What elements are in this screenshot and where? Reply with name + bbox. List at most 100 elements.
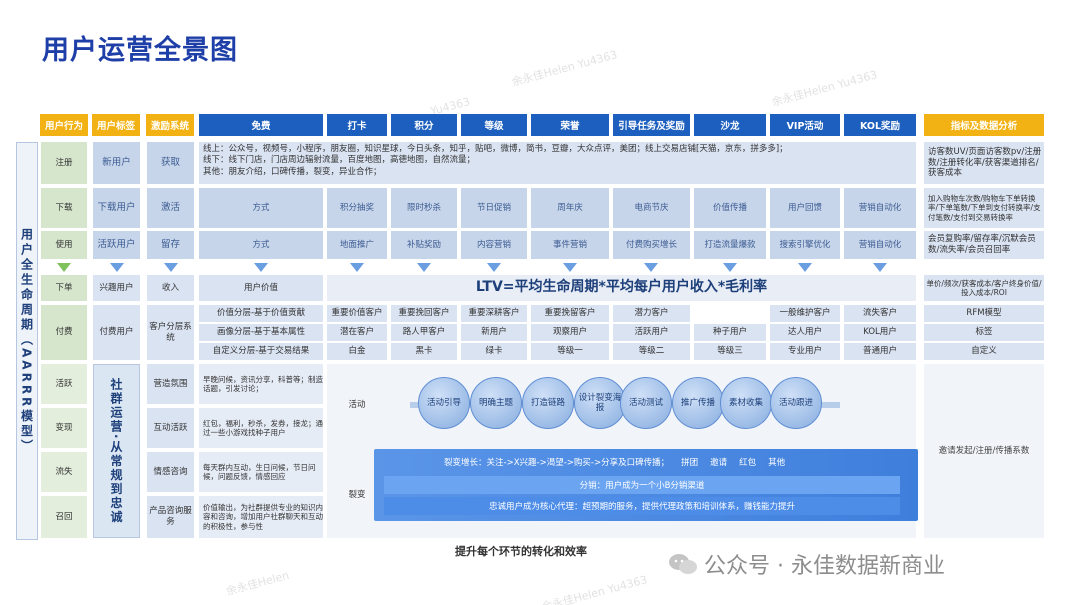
header-points: 积分 xyxy=(391,114,457,136)
use-item: 事件营销 xyxy=(531,231,609,259)
value-layer: 自定义分层-基于交易结果 xyxy=(199,343,323,360)
down-arrow-icon xyxy=(350,263,364,272)
lifecycle-label: 用户全生命周期（AARRR模型） xyxy=(19,227,34,455)
layer-cell: 一般维护客户 xyxy=(770,305,840,322)
metric: 标签 xyxy=(924,324,1044,341)
register-channels: 线上：公众号，视频号，小程序，朋友圈，知识星球，今日头条，知乎，贴吧，微博，简书… xyxy=(199,142,916,184)
community-desc: 红包，福利，秒杀，发券，接龙；通过一些小游戏找种子用户 xyxy=(199,408,323,448)
download-item: 用户回馈 xyxy=(770,188,840,228)
header-tags: 用户标签 xyxy=(92,114,140,136)
layer-cell: 达人用户 xyxy=(770,324,840,341)
incentive-retain: 留存 xyxy=(147,231,194,259)
user-value: 用户价值 xyxy=(199,275,323,301)
behavior-pay: 付费 xyxy=(41,305,87,360)
layer-cell: 白金 xyxy=(327,343,387,360)
register-online: 线上：公众号，视频号，小程序，朋友圈，知识星球，今日头条，知乎，贴吧，微博，简书… xyxy=(203,144,788,154)
behavior-churn: 流失 xyxy=(41,452,87,492)
tag-paying-user: 付费用户 xyxy=(93,305,140,360)
layer-cell: 等级三 xyxy=(694,343,766,360)
header-level: 等级 xyxy=(461,114,527,136)
layer-cell: 重要挽回客户 xyxy=(391,305,457,322)
register-other: 其他：朋友介绍，口碑传播，裂变，异业合作； xyxy=(203,166,382,177)
fission-tag: 其他 xyxy=(768,458,786,468)
behavior-register: 注册 xyxy=(41,142,87,184)
community-service: 产品咨询服务 xyxy=(147,496,194,538)
register-offline: 线下：线下门店，门店周边辐射流量，百度地图，高德地图，自然流量； xyxy=(203,155,476,166)
layer-cell: 路人甲客户 xyxy=(391,324,457,341)
download-item: 营销自动化 xyxy=(844,188,916,228)
value-layer: 画像分层-基于基本属性 xyxy=(199,324,323,341)
header-checkin: 打卡 xyxy=(327,114,387,136)
fission-agent: 忠诚用户成为核心代理：超预期的服务，提供代理政策和培训体系，赚钱能力提升 xyxy=(384,497,900,515)
activity-step: 活动测试 xyxy=(620,377,672,429)
watermark-text: 公众号 · 永佳数据新商业 xyxy=(704,554,945,579)
download-item: 积分抽奖 xyxy=(327,188,387,228)
layer-cell: 普通用户 xyxy=(844,343,916,360)
down-arrow-icon xyxy=(798,263,812,272)
down-arrow-icon xyxy=(873,263,887,272)
tag-active-user: 活跃用户 xyxy=(93,231,140,259)
behavior-download: 下载 xyxy=(41,188,87,228)
header-salon: 沙龙 xyxy=(694,114,766,136)
down-arrow-icon xyxy=(417,263,431,272)
activity-label: 活动 xyxy=(348,399,366,410)
incentive-layering: 客户分层系统 xyxy=(147,305,194,360)
download-item: 电商节庆 xyxy=(613,188,690,228)
layer-cell: 等级一 xyxy=(531,343,609,360)
activity-step: 明确主题 xyxy=(470,377,522,429)
use-method: 方式 xyxy=(199,231,323,259)
faint-watermark: 余永佳Helen xyxy=(224,568,291,599)
layer-cell: 重要挽留客户 xyxy=(531,305,609,322)
incentive-acquire: 获取 xyxy=(147,142,194,184)
behavior-recall: 召回 xyxy=(41,496,87,538)
header-guide-task: 引导任务及奖励 xyxy=(613,114,690,136)
behavior-active: 活跃 xyxy=(41,364,87,404)
layer-cell: KOL用户 xyxy=(844,324,916,341)
down-arrow-icon xyxy=(487,263,501,272)
header-vip: VIP活动 xyxy=(770,114,840,136)
header-free: 免费 xyxy=(199,114,323,136)
layer-cell: 新用户 xyxy=(461,324,527,341)
down-arrow-icon xyxy=(563,263,577,272)
down-arrow-icon xyxy=(723,263,737,272)
faint-watermark: 余永佳Helen Yu4363 xyxy=(770,68,879,109)
fission-tag: 红包 xyxy=(739,458,757,468)
header-incentive: 激励系统 xyxy=(146,114,194,136)
header-honor: 荣誉 xyxy=(531,114,609,136)
layer-cell: 等级二 xyxy=(613,343,690,360)
value-layer: 价值分层-基于价值贡献 xyxy=(199,305,323,322)
bottom-caption: 提升每个环节的转化和效率 xyxy=(455,545,587,558)
fission-growth-text: 裂变增长：关注->X兴趣->渴望->购买->分享及口碑传播； xyxy=(444,458,670,468)
activity-step: 设计裂变海报 xyxy=(574,377,626,429)
layer-cell: 重要深耕客户 xyxy=(461,305,527,322)
community-desc: 早晚问候，资讯分享，科普等；制造话题，引发讨论； xyxy=(199,364,323,404)
layer-cell: 潜在客户 xyxy=(327,324,387,341)
community-emotion: 情感咨询 xyxy=(147,452,194,492)
header-metrics: 指标及数据分析 xyxy=(924,114,1044,136)
behavior-order: 下单 xyxy=(41,275,87,301)
download-item: 周年庆 xyxy=(531,188,609,228)
metric: 访客数UV/页面访客数pv/注册数/注册转化率/获客渠道排名/获客成本 xyxy=(924,142,1044,184)
tag-new-user: 新用户 xyxy=(93,142,140,184)
behavior-monetize: 变现 xyxy=(41,408,87,448)
activity-step: 活动引导 xyxy=(418,377,470,429)
use-item: 地面推广 xyxy=(327,231,387,259)
community-desc: 价值输出，为社群提供专业的知识内容和咨询，增加用户社群聊天和互动的积极性，参与性 xyxy=(199,496,323,538)
activity-step: 素材收集 xyxy=(720,377,772,429)
down-arrow-icon xyxy=(164,263,178,272)
behavior-use: 使用 xyxy=(41,231,87,259)
faint-watermark: 余永佳Helen Yu4363 xyxy=(540,573,649,605)
header-behavior: 用户行为 xyxy=(40,114,88,136)
social-ops-label: 社群运营·从常规到忠诚 xyxy=(109,377,123,525)
download-item: 节日促销 xyxy=(461,188,527,228)
layer-cell: 绿卡 xyxy=(461,343,527,360)
use-item: 内容营销 xyxy=(461,231,527,259)
download-item: 价值传播 xyxy=(694,188,766,228)
layer-cell: 黑卡 xyxy=(391,343,457,360)
lifecycle-box: 用户全生命周期（AARRR模型） xyxy=(16,142,38,540)
header-kol: KOL奖励 xyxy=(844,114,916,136)
community-desc: 每天群内互动，生日问候，节日问候，问题反馈，情感回应 xyxy=(199,452,323,492)
incentive-revenue: 收入 xyxy=(147,275,194,301)
tag-interest-user: 兴趣用户 xyxy=(93,275,140,301)
